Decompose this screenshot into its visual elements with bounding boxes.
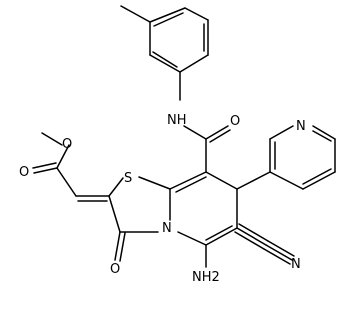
- methyl-bond: [120, 5, 151, 23]
- bond: [138, 176, 171, 190]
- bond: [205, 171, 238, 190]
- fused-six-ring: [169, 171, 238, 246]
- bond: [183, 125, 207, 140]
- nitrile-bond: [234, 231, 265, 250]
- bond: [114, 231, 121, 261]
- bond: [184, 7, 209, 21]
- bond: [302, 168, 332, 185]
- bond: [312, 130, 332, 142]
- bond: [153, 12, 184, 27]
- bond: [56, 167, 77, 197]
- ester-side-chain: [32, 132, 110, 202]
- nitrile-bond: [238, 223, 269, 242]
- bond: [205, 227, 238, 246]
- bond: [312, 125, 336, 140]
- nitrile-bond: [263, 248, 291, 265]
- pyridine-nitrogen-label: N: [296, 119, 306, 134]
- bond: [108, 177, 124, 197]
- amide-nh-label: NH: [167, 113, 187, 128]
- bond: [175, 176, 207, 193]
- bond: [177, 231, 207, 246]
- atom-labels: S N N NH O O O O N NH2: [19, 113, 306, 285]
- bond: [41, 132, 63, 146]
- bond: [56, 144, 70, 169]
- bond: [152, 51, 178, 68]
- bond: [119, 232, 126, 262]
- bond: [302, 171, 336, 190]
- tolyl-ring: [120, 5, 209, 101]
- sulfur-label: S: [124, 171, 132, 186]
- bond: [149, 54, 181, 73]
- amide-oxygen-label: O: [230, 114, 240, 129]
- bond: [205, 125, 229, 140]
- amino-group-label: NH2: [192, 270, 220, 285]
- substituents: [205, 223, 295, 268]
- bond: [32, 162, 57, 169]
- bond: [149, 7, 186, 23]
- cyano-nitrogen-label: N: [291, 257, 301, 272]
- nitrile-bond: [267, 240, 295, 257]
- bond: [33, 167, 58, 174]
- ketone-oxygen-label: O: [110, 262, 120, 277]
- thiazole-ring: [108, 176, 171, 262]
- bond: [169, 171, 207, 190]
- ring-nitrogen-label: N: [162, 221, 172, 236]
- pyridine-ring: [236, 125, 336, 190]
- nitrile-bond: [236, 227, 267, 246]
- ester-methoxy-oxygen-label: O: [62, 137, 72, 152]
- bond: [108, 195, 121, 233]
- bond: [269, 125, 294, 140]
- amide-group: [183, 125, 231, 173]
- bond: [205, 225, 233, 241]
- bond: [179, 54, 209, 73]
- bond: [236, 171, 271, 190]
- bond: [269, 171, 304, 190]
- ester-carbonyl-oxygen-label: O: [19, 165, 29, 180]
- nitrile-bond: [265, 244, 293, 261]
- bond: [209, 129, 231, 143]
